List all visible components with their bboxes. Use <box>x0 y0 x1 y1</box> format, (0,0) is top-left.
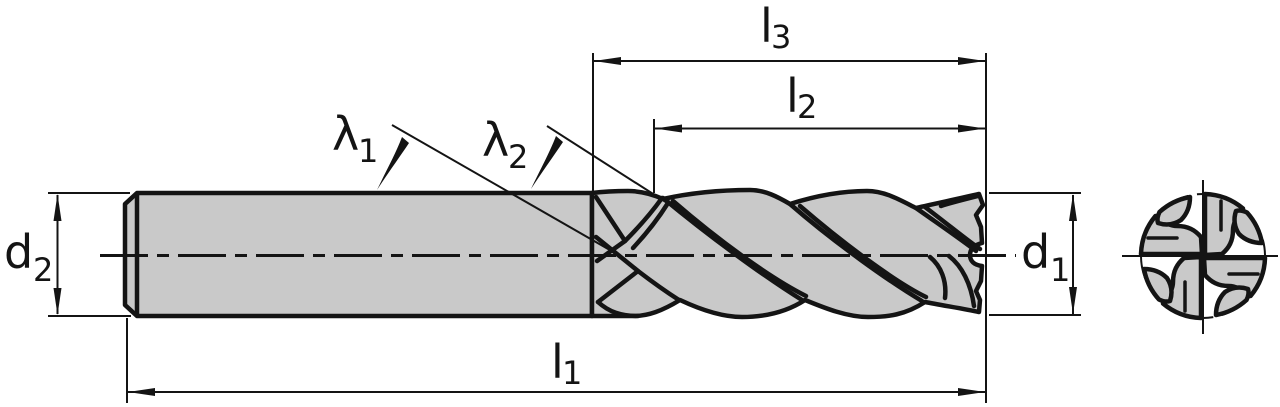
lambda2-reference-line <box>546 125 701 225</box>
dim-label-l3: l 3 <box>760 0 791 56</box>
dimension-l2 <box>655 124 985 133</box>
arrowhead-left <box>594 57 621 65</box>
arrowhead-up <box>53 194 62 221</box>
arrowhead-right <box>958 388 985 396</box>
dim-label-l1: l 1 <box>551 335 582 392</box>
dimension-l3 <box>594 57 985 65</box>
lambda1-arrow <box>377 137 409 190</box>
helix-line <box>635 268 682 303</box>
lambda1-reference-line <box>391 124 623 258</box>
dim-label-l3-base: l <box>760 0 773 53</box>
arrowhead-left <box>655 124 682 133</box>
arrowhead-down <box>1069 287 1077 314</box>
flute-groove-edge <box>630 200 671 251</box>
helix-line <box>787 201 925 304</box>
angle-label-lambda1: λ 1 <box>332 107 378 170</box>
helix-line <box>913 205 979 254</box>
dimension-d1 <box>1069 194 1077 314</box>
tooth-heel <box>1232 208 1265 246</box>
arrowhead-down <box>53 288 62 315</box>
lambda2-arrow <box>531 136 563 189</box>
end-view-tooth <box>1201 255 1268 318</box>
dim-label-d2-base: d <box>4 225 33 279</box>
dim-label-l2: l 2 <box>786 69 817 126</box>
angle-label-lambda2-base: λ <box>482 113 509 167</box>
tooth-heel <box>1141 266 1174 304</box>
tip-flank-curve <box>946 253 977 309</box>
arrowhead-up <box>1069 194 1077 221</box>
helix-angle-annotations <box>377 124 701 258</box>
dim-label-d2: d 2 <box>4 225 53 289</box>
end-view <box>1122 180 1278 334</box>
dimension-d2 <box>53 194 62 315</box>
dimension-l1 <box>128 388 985 396</box>
flute-cone-arc <box>595 299 641 319</box>
flute-groove-edge <box>622 195 665 244</box>
arrowhead-right <box>958 124 985 133</box>
angle-label-lambda1-sub: 1 <box>358 132 378 170</box>
dim-label-l1-base: l <box>551 335 564 389</box>
arrowhead-right <box>958 57 985 65</box>
tooth-heel <box>1213 285 1251 318</box>
tooth-heel <box>1155 194 1193 227</box>
helix-line <box>797 203 929 300</box>
dim-label-l3-sub: 3 <box>771 18 791 56</box>
tip-facet-line <box>938 193 981 209</box>
dim-label-d2-sub: 2 <box>33 251 53 289</box>
angle-label-lambda2-sub: 2 <box>508 138 528 176</box>
extension-lines <box>48 53 1081 403</box>
end-view-tooth <box>1141 254 1204 321</box>
dim-label-l1-sub: 1 <box>562 354 582 392</box>
dim-label-d1-sub: 1 <box>1050 251 1070 289</box>
angle-label-lambda1-base: λ <box>332 107 359 161</box>
tip-flank-curve <box>927 254 948 301</box>
dim-label-l2-base: l <box>786 69 799 123</box>
arrowhead-left <box>128 388 155 396</box>
end-view-tooth <box>1202 191 1265 258</box>
helix-line <box>922 204 983 252</box>
end-view-tooth <box>1138 194 1205 257</box>
dim-label-l2-sub: 2 <box>797 88 817 126</box>
angle-label-lambda2: λ 2 <box>482 113 528 176</box>
dim-label-d1: d 1 <box>1021 225 1070 289</box>
dim-label-d1-base: d <box>1021 225 1050 279</box>
